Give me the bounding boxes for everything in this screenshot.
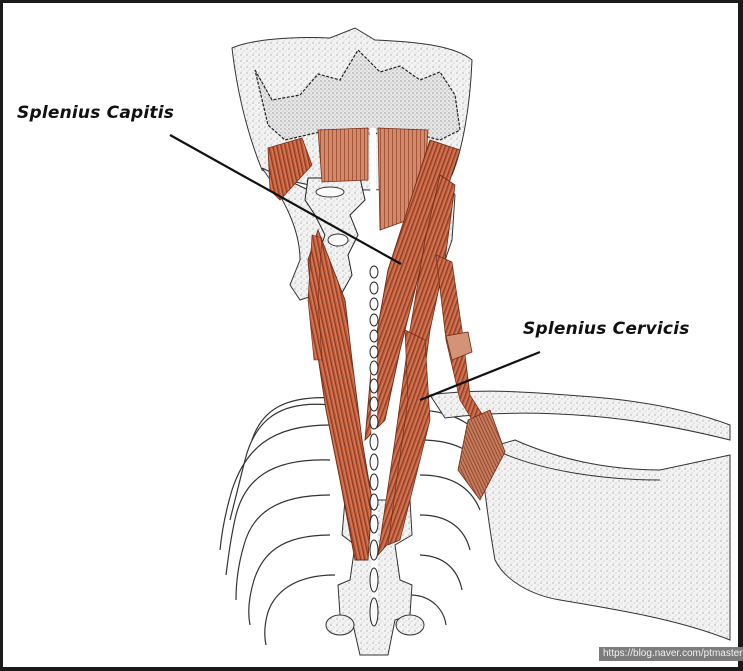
spinous-process-chain (369, 265, 379, 627)
label-splenius-capitis: Splenius Capitis (17, 103, 175, 123)
leader-line-splenius-cervicis (419, 350, 541, 402)
source-watermark: https://blog.naver.com/ptmaster14 (599, 647, 743, 661)
figure-canvas: Splenius Capitis Splenius Cervicis (3, 3, 738, 667)
neck-muscles-illustration (169, 27, 731, 656)
shoulder-girdle (429, 390, 731, 641)
label-splenius-cervicis: Splenius Cervicis (523, 319, 690, 339)
leader-line-splenius-capitis (169, 134, 402, 265)
